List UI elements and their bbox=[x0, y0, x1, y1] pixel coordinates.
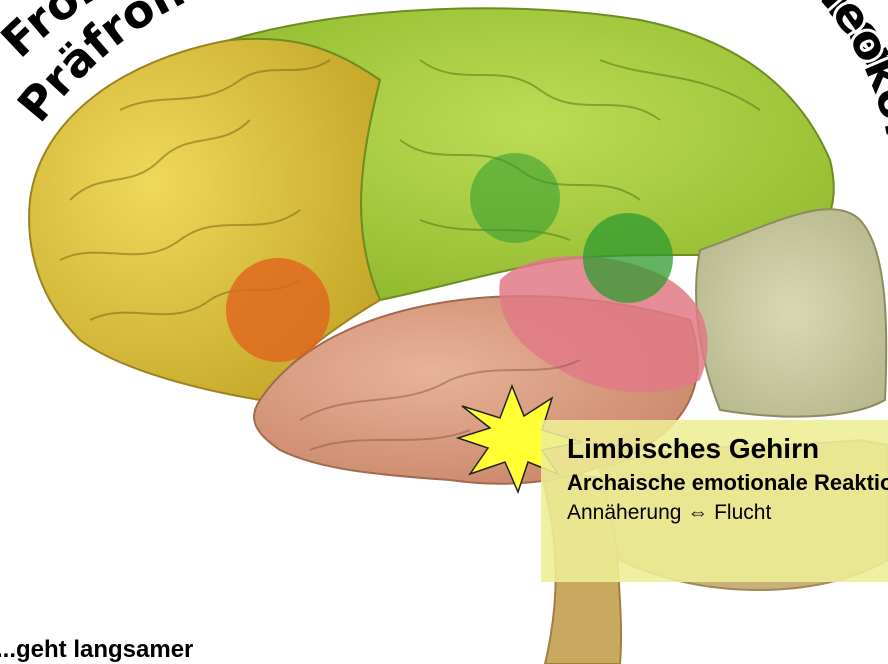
callout-subtitle: Archaische emotionale Reaktion bbox=[567, 470, 888, 496]
hotspot-green-2 bbox=[583, 213, 673, 303]
hotspot-green-1 bbox=[470, 153, 560, 243]
occipital-lobe bbox=[696, 209, 886, 416]
callout-title: Limbisches Gehirn bbox=[567, 432, 888, 466]
hotspot-orange bbox=[226, 258, 330, 362]
callout-line: Annäherung ⇔ Flucht bbox=[567, 500, 888, 526]
bottom-note: ...geht langsamer bbox=[0, 636, 193, 664]
limbic-callout: Limbisches Gehirn Archaische emotionale … bbox=[541, 420, 888, 582]
